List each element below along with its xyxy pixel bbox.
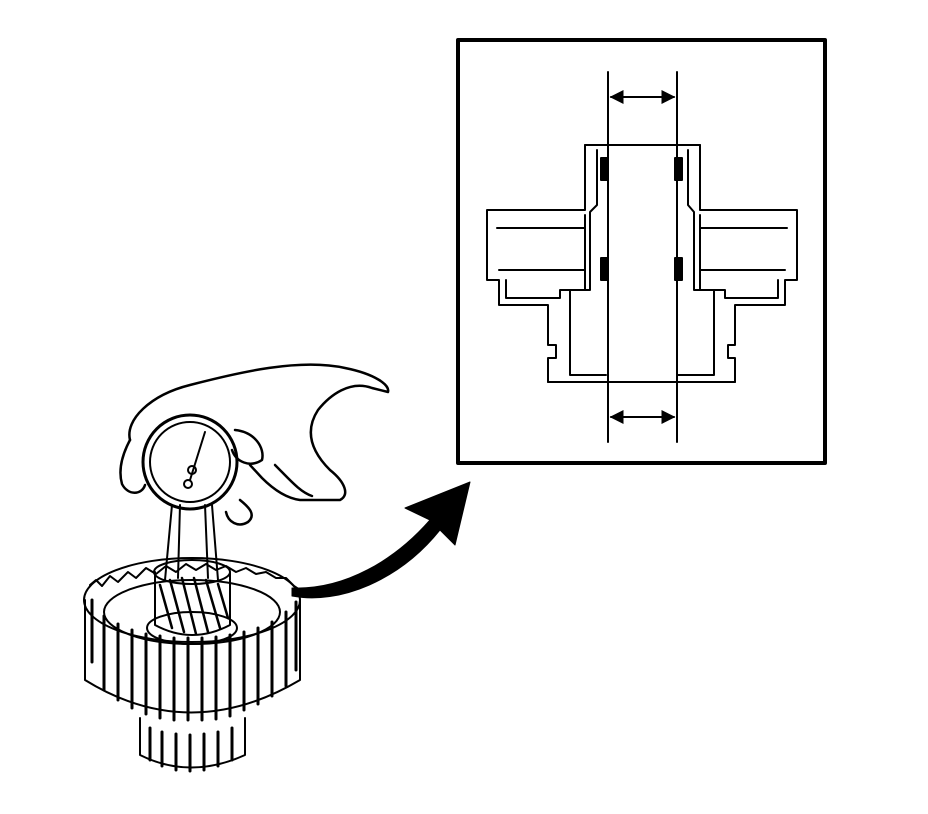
gauge-dial (141, 413, 239, 511)
lower-left-bushing (600, 257, 609, 281)
output-spline-shaft (139, 717, 246, 773)
left-inner-step (505, 214, 586, 299)
curved-arrow-icon (291, 481, 471, 599)
hand-fingers (119, 428, 264, 526)
drum-top-rim (83, 557, 301, 643)
gauge-counter (183, 479, 193, 489)
dial-bore-gauge-icon (141, 413, 239, 581)
clutch-drum-assembly (83, 557, 301, 773)
callout-frame (456, 38, 827, 465)
right-bore-wall (676, 149, 715, 376)
section-left-profile (486, 144, 607, 383)
gauge-pivot (187, 465, 197, 475)
curved-arrow-body (291, 481, 471, 599)
upper-right-bushing (674, 157, 683, 181)
bushing-cross-section (486, 144, 798, 383)
gauge-needle (189, 431, 206, 481)
drum-top-serration (89, 563, 301, 591)
upper-left-bushing (600, 157, 609, 181)
gauge-bezel (149, 421, 231, 503)
hand-thumb (273, 463, 314, 498)
drum-hub-ring (146, 611, 238, 645)
left-bore-wall (569, 149, 607, 376)
gauge-stem (164, 504, 219, 581)
right-inner-step (699, 214, 779, 299)
drum-spline-teeth (90, 598, 298, 722)
helical-gear (153, 559, 231, 636)
hand-outline (128, 363, 390, 502)
detail-callout (456, 38, 827, 465)
lower-right-bushing (674, 257, 683, 281)
section-right-profile (676, 144, 798, 383)
hand-icon (119, 363, 390, 526)
